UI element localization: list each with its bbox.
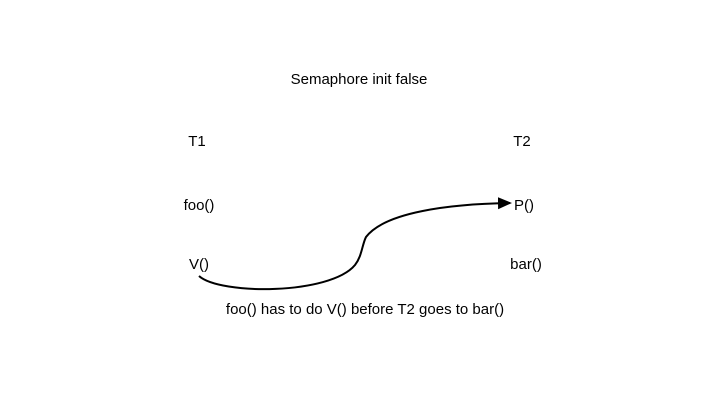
thread-t1-label: T1 [188, 133, 206, 150]
t2-op-bar: bar() [510, 256, 542, 273]
t1-op-v: V() [189, 256, 209, 273]
t1-op-foo: foo() [183, 197, 215, 214]
thread-t2-label: T2 [513, 133, 531, 150]
t2-op-p: P() [514, 197, 534, 214]
signal-arrow-curve [198, 197, 512, 291]
caption: foo() has to do V() before T2 goes to ba… [225, 301, 505, 318]
slide-title: Semaphore init false [290, 71, 428, 88]
